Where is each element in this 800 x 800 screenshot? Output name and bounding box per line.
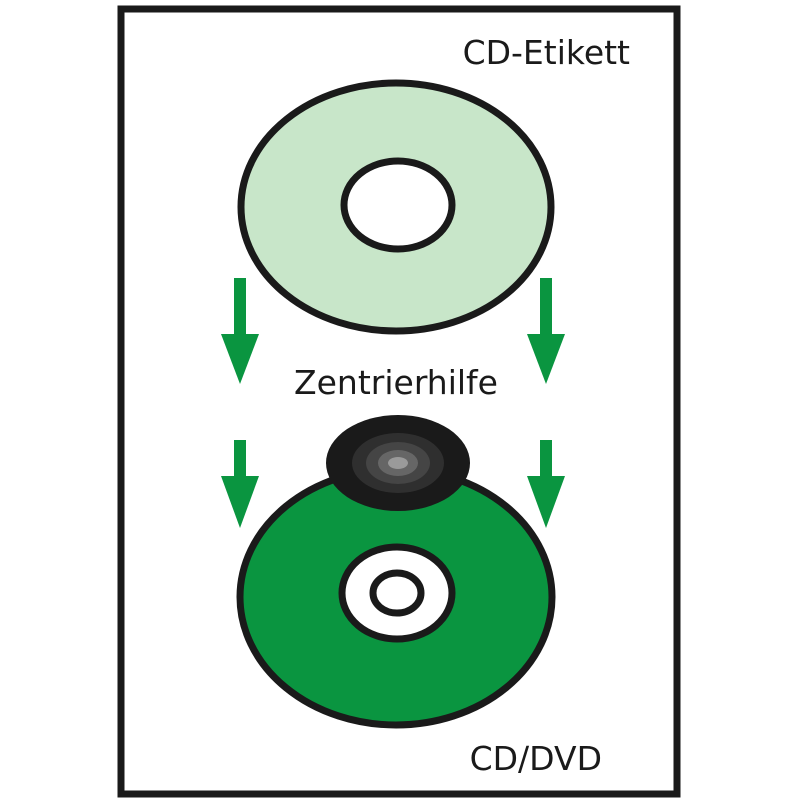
- disc-graphic: [236, 465, 556, 729]
- arrow-down-right-lower: [527, 440, 565, 528]
- cd-label-graphic: [237, 79, 555, 335]
- label-zentrierhilfe: Zentrierhilfe: [294, 363, 498, 402]
- cd-label-hole: [340, 157, 456, 253]
- label-cd-dvd: CD/DVD: [470, 739, 602, 778]
- disc-spindle-hole: [369, 569, 425, 617]
- label-cd-etikett: CD-Etikett: [463, 33, 630, 72]
- centering-aid-graphic: [326, 415, 470, 511]
- arrow-down-left-upper: [221, 278, 259, 384]
- arrow-down-right-upper: [527, 278, 565, 384]
- arrow-down-left-lower: [221, 440, 259, 528]
